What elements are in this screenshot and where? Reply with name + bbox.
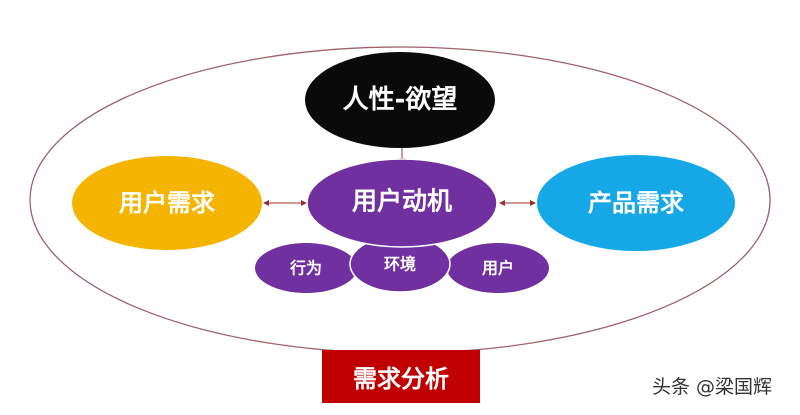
- node-sub-user-label: 用户: [482, 259, 514, 278]
- node-sub-behavior: 行为: [255, 243, 357, 293]
- node-sub-environment: 环境: [349, 235, 451, 293]
- node-right: 产品需求: [537, 155, 735, 251]
- watermark: 头条 @梁国辉: [652, 376, 773, 398]
- node-sub-behavior-label: 行为: [289, 259, 322, 278]
- node-center-label: 用户动机: [352, 187, 452, 216]
- node-top-label: 人性-欲望: [343, 85, 458, 115]
- node-sub-environment-label: 环境: [384, 255, 416, 274]
- title-box: 需求分析: [322, 350, 480, 403]
- node-center: 用户动机: [306, 158, 498, 248]
- node-top: 人性-欲望: [305, 52, 495, 148]
- node-left-label: 用户需求: [119, 189, 215, 217]
- node-right-label: 产品需求: [588, 189, 684, 217]
- node-left: 用户需求: [72, 156, 262, 250]
- node-sub-user: 用户: [447, 243, 549, 293]
